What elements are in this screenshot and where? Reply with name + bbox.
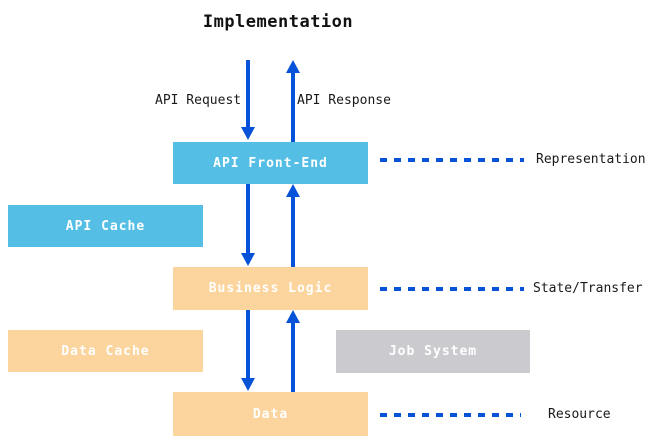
api-response-label: API Response: [297, 93, 391, 108]
api-request-arrow-line: [246, 60, 250, 128]
data-cache-box: Data Cache: [8, 330, 203, 372]
state-transfer-label: State/Transfer: [533, 281, 643, 296]
representation-label: Representation: [536, 152, 646, 167]
frontend-to-logic-arrowhead-icon: [241, 253, 255, 266]
api-request-label: API Request: [155, 93, 242, 108]
api-front-end-box: API Front-End: [173, 142, 368, 184]
representation-dashed-line: [380, 158, 524, 162]
logic-to-frontend-arrowhead-icon: [286, 184, 300, 197]
resource-dashed-line: [380, 413, 521, 417]
api-response-arrow-line: [291, 72, 295, 142]
data-box: Data: [173, 392, 368, 436]
api-request-arrowhead-icon: [241, 127, 255, 140]
business-logic-box: Business Logic: [173, 267, 368, 310]
job-system-box: Job System: [336, 330, 530, 373]
logic-to-frontend-arrow-line: [291, 196, 295, 267]
data-to-logic-arrow-line: [291, 322, 295, 394]
diagram-title: Implementation: [202, 12, 354, 32]
logic-to-data-arrow-line: [246, 310, 250, 379]
api-cache-box: API Cache: [8, 205, 203, 247]
logic-to-data-arrowhead-icon: [241, 378, 255, 391]
resource-label: Resource: [548, 407, 611, 422]
frontend-to-logic-arrow-line: [246, 184, 250, 254]
api-response-arrowhead-icon: [286, 60, 300, 73]
state-transfer-dashed-line: [380, 287, 524, 291]
data-to-logic-arrowhead-icon: [286, 310, 300, 323]
